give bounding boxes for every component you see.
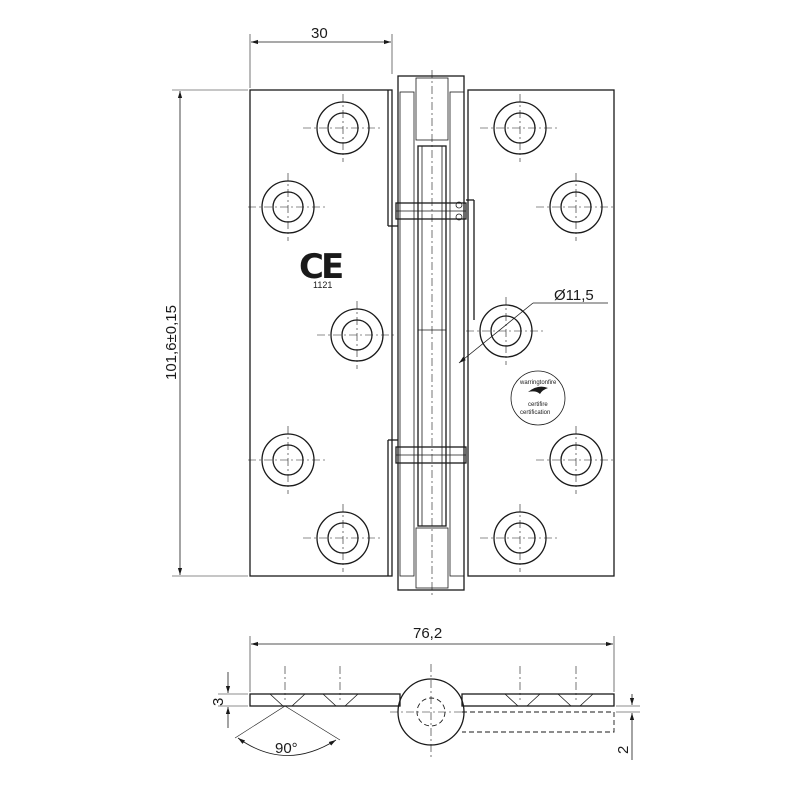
left-leaf-screw-holes: [248, 94, 397, 572]
front-view: CE 1121 warringtonfire certifire certifi…: [163, 25, 616, 596]
dim-label-3: 3: [210, 698, 227, 706]
end-view: 76,2 3 90° 2: [210, 625, 640, 760]
dimension-height: 101,6±0,15: [163, 89, 248, 577]
knuckle-section: [387, 70, 475, 596]
dim-label-2: 2: [615, 746, 632, 754]
seal-text-1: warringtonfire: [519, 380, 557, 386]
screw-hole: [536, 173, 616, 241]
screw-hole: [303, 504, 383, 572]
screw-hole: [480, 94, 560, 162]
ce-mark: CE 1121: [299, 247, 345, 290]
ce-logo: CE: [299, 247, 342, 287]
dimension-leaf-width: 30: [249, 25, 393, 88]
screw-hole: [536, 426, 616, 494]
bird-logo-icon: [528, 386, 548, 394]
screw-hole: [466, 297, 546, 365]
seal-text-2: certifire: [528, 402, 548, 408]
right-leaf-screw-holes: [466, 94, 616, 572]
dim-label-90-deg: 90°: [275, 740, 298, 757]
dimension-overall-width: 76,2: [249, 625, 615, 692]
screw-hole: [248, 173, 328, 241]
dimension-leaf-thickness: 3: [210, 672, 248, 728]
notified-body-number: 1121: [313, 280, 332, 290]
dim-label-76-2: 76,2: [413, 625, 442, 642]
dimension-pin-diameter: Ø11,5: [458, 287, 608, 364]
dimension-countersink-angle: 90°: [234, 705, 341, 757]
dim-label-diameter: Ø11,5: [554, 287, 594, 304]
right-leaf: [467, 89, 615, 577]
dim-label-30: 30: [311, 25, 328, 42]
screw-hole: [480, 504, 560, 572]
screw-hole: [248, 426, 328, 494]
screw-hole: [317, 301, 397, 369]
screw-hole: [303, 94, 383, 162]
dimension-gap: 2: [615, 694, 640, 760]
seal-text-3: certification: [520, 410, 550, 416]
left-leaf: [249, 89, 393, 577]
certification-seal: warringtonfire certifire certification: [510, 370, 566, 426]
dim-label-height: 101,6±0,15: [163, 305, 180, 380]
